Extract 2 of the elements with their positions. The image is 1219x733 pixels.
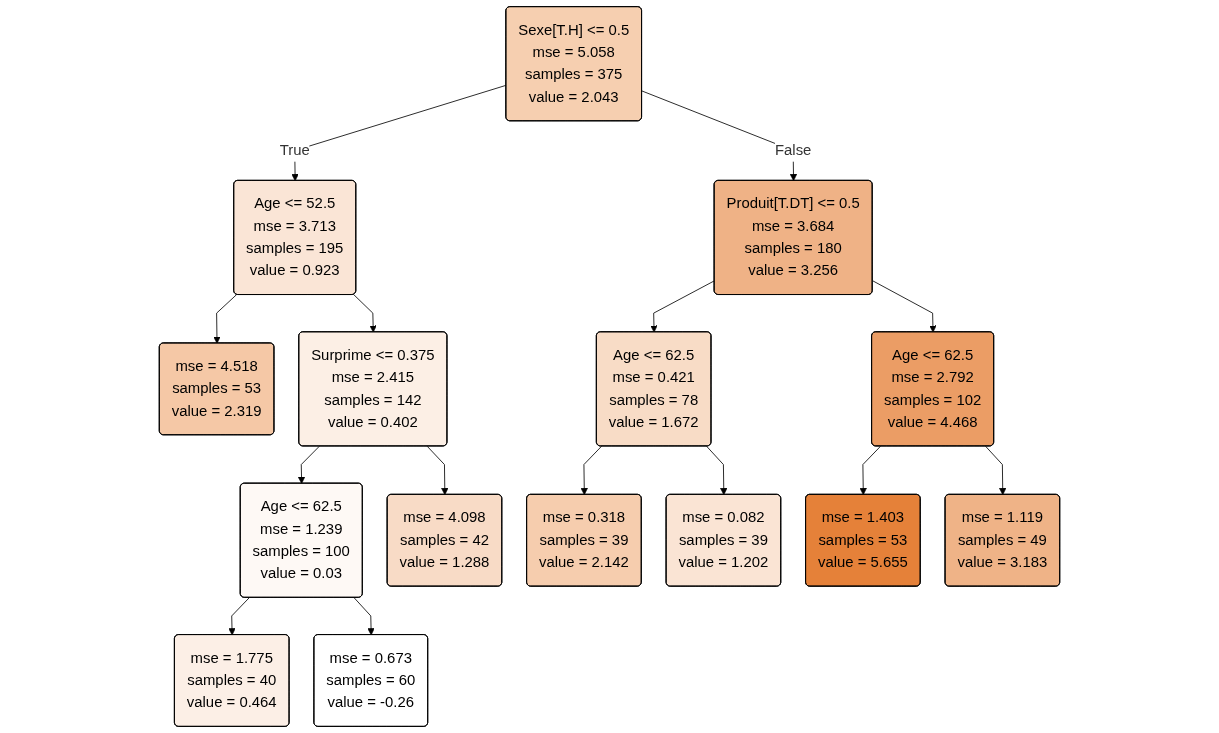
edge-label: False	[774, 141, 812, 159]
edge-label: True	[279, 141, 310, 159]
